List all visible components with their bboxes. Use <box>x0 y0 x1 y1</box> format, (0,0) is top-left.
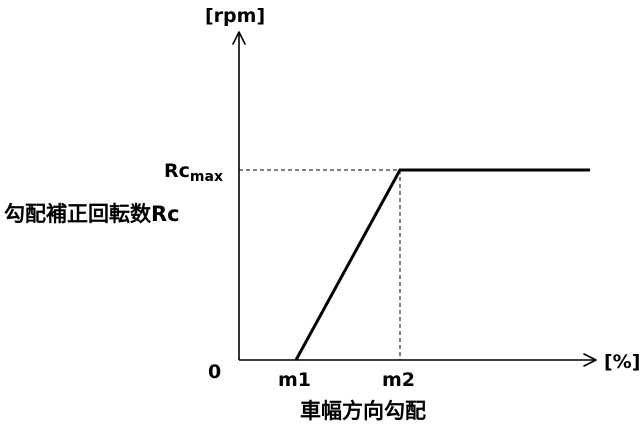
y-axis-arrow-icon <box>232 31 246 45</box>
x-tick-m1: m1 <box>278 369 311 391</box>
y-tick-rcmax: Rcmax <box>164 160 223 185</box>
x-axis-arrow-icon <box>583 353 597 367</box>
y-tick-origin: 0 <box>208 361 221 383</box>
x-tick-m2: m2 <box>382 369 415 391</box>
y-axis-label-symbol: Rc <box>151 202 180 226</box>
y-tick-rcmax-main: Rc <box>164 160 190 182</box>
y-unit-label: [rpm] <box>205 5 265 27</box>
x-unit-label: [%] <box>604 351 640 373</box>
y-axis-label: 勾配補正回転数Rc <box>4 202 180 226</box>
x-axis-label: 車幅方向勾配 <box>300 399 426 423</box>
series-line <box>294 168 590 361</box>
y-tick-rcmax-sub: max <box>190 169 223 185</box>
y-axis-label-main: 勾配補正回転数 <box>4 202 152 226</box>
